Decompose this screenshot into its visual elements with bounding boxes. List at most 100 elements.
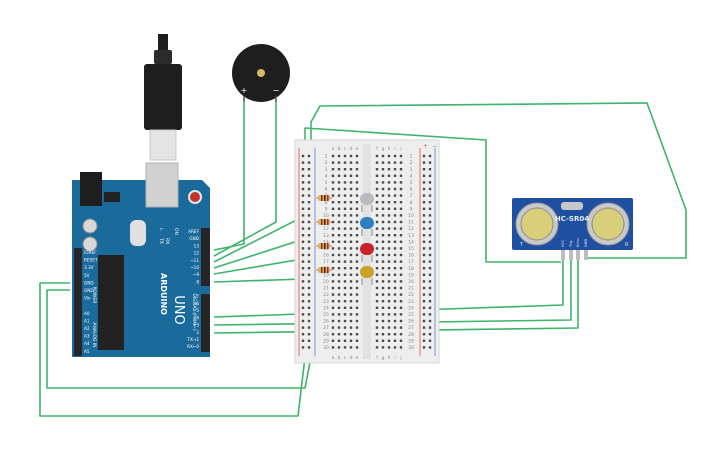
- breadboard-hole[interactable]: [375, 319, 379, 323]
- breadboard-hole[interactable]: [349, 154, 353, 158]
- rail-hole[interactable]: [307, 201, 311, 204]
- breadboard-hole[interactable]: [399, 240, 403, 243]
- breadboard-hole[interactable]: [331, 201, 335, 204]
- breadboard-hole[interactable]: [355, 161, 359, 164]
- breadboard-hole[interactable]: [343, 201, 347, 204]
- breadboard-hole[interactable]: [375, 240, 379, 243]
- breadboard-hole[interactable]: [375, 346, 379, 349]
- rail-hole[interactable]: [428, 319, 432, 323]
- rail-hole[interactable]: [307, 339, 311, 342]
- breadboard-hole[interactable]: [331, 207, 335, 210]
- breadboard-hole[interactable]: [337, 333, 341, 336]
- breadboard-hole[interactable]: [375, 181, 379, 184]
- breadboard-hole[interactable]: [355, 313, 359, 316]
- rail-hole[interactable]: [307, 214, 311, 217]
- breadboard-hole[interactable]: [343, 333, 347, 336]
- rail-hole[interactable]: [301, 161, 305, 164]
- breadboard-hole[interactable]: [343, 161, 347, 164]
- rail-hole[interactable]: [422, 227, 426, 230]
- breadboard-hole[interactable]: [381, 319, 385, 323]
- breadboard-hole[interactable]: [343, 181, 347, 184]
- breadboard-hole[interactable]: [337, 253, 341, 257]
- breadboard-hole[interactable]: [343, 280, 347, 283]
- rail-hole[interactable]: [307, 267, 311, 270]
- rail-hole[interactable]: [428, 300, 432, 303]
- rail-hole[interactable]: [301, 181, 305, 184]
- breadboard-hole[interactable]: [375, 201, 379, 204]
- breadboard-hole[interactable]: [349, 220, 353, 224]
- breadboard-hole[interactable]: [349, 201, 353, 204]
- wire-gnd[interactable]: [46, 289, 312, 389]
- breadboard-hole[interactable]: [355, 273, 359, 276]
- rail-hole[interactable]: [301, 187, 305, 191]
- rail-hole[interactable]: [301, 154, 305, 158]
- breadboard-hole[interactable]: [399, 300, 403, 303]
- breadboard-hole[interactable]: [355, 194, 359, 197]
- breadboard-hole[interactable]: [381, 293, 385, 296]
- breadboard-hole[interactable]: [355, 187, 359, 191]
- breadboard-hole[interactable]: [387, 346, 391, 349]
- breadboard-hole[interactable]: [331, 326, 335, 329]
- breadboard-hole[interactable]: [387, 161, 391, 164]
- breadboard-hole[interactable]: [393, 253, 397, 257]
- resistor-2[interactable]: [316, 219, 332, 225]
- breadboard-hole[interactable]: [375, 267, 379, 270]
- breadboard-hole[interactable]: [343, 240, 347, 243]
- breadboard-hole[interactable]: [399, 247, 403, 250]
- breadboard-hole[interactable]: [399, 346, 403, 349]
- breadboard-hole[interactable]: [375, 280, 379, 283]
- breadboard-hole[interactable]: [355, 333, 359, 336]
- rail-hole[interactable]: [422, 280, 426, 283]
- breadboard-hole[interactable]: [337, 339, 341, 342]
- rail-hole[interactable]: [428, 220, 432, 224]
- breadboard-hole[interactable]: [337, 161, 341, 164]
- breadboard-hole[interactable]: [355, 234, 359, 237]
- rail-hole[interactable]: [307, 234, 311, 237]
- breadboard-hole[interactable]: [343, 227, 347, 230]
- breadboard-hole[interactable]: [375, 253, 379, 257]
- rail-hole[interactable]: [307, 319, 311, 323]
- breadboard-hole[interactable]: [399, 339, 403, 342]
- rail-hole[interactable]: [301, 339, 305, 342]
- rail-hole[interactable]: [428, 306, 432, 309]
- rail-hole[interactable]: [301, 313, 305, 316]
- rail-hole[interactable]: [301, 214, 305, 217]
- breadboard-hole[interactable]: [399, 313, 403, 316]
- breadboard-hole[interactable]: [387, 227, 391, 230]
- breadboard-hole[interactable]: [375, 161, 379, 164]
- breadboard-hole[interactable]: [381, 313, 385, 316]
- rail-hole[interactable]: [422, 181, 426, 184]
- breadboard-hole[interactable]: [381, 333, 385, 336]
- rail-hole[interactable]: [428, 346, 432, 349]
- rail-hole[interactable]: [428, 214, 432, 217]
- breadboard-hole[interactable]: [381, 326, 385, 329]
- breadboard-hole[interactable]: [349, 286, 353, 290]
- breadboard-hole[interactable]: [393, 306, 397, 309]
- breadboard-hole[interactable]: [375, 260, 379, 263]
- breadboard-hole[interactable]: [337, 319, 341, 323]
- rail-hole[interactable]: [301, 227, 305, 230]
- breadboard-hole[interactable]: [343, 267, 347, 270]
- breadboard-hole[interactable]: [381, 234, 385, 237]
- rail-hole[interactable]: [428, 187, 432, 191]
- breadboard-hole[interactable]: [331, 234, 335, 237]
- breadboard-hole[interactable]: [349, 333, 353, 336]
- breadboard-hole[interactable]: [349, 240, 353, 243]
- rail-hole[interactable]: [301, 319, 305, 323]
- breadboard-hole[interactable]: [337, 300, 341, 303]
- rail-hole[interactable]: [422, 174, 426, 177]
- breadboard-hole[interactable]: [349, 346, 353, 349]
- breadboard-hole[interactable]: [331, 181, 335, 184]
- rail-hole[interactable]: [428, 154, 432, 158]
- breadboard-hole[interactable]: [381, 300, 385, 303]
- breadboard-hole[interactable]: [355, 267, 359, 270]
- breadboard-hole[interactable]: [331, 220, 335, 224]
- breadboard-hole[interactable]: [393, 214, 397, 217]
- breadboard-hole[interactable]: [399, 333, 403, 336]
- reset-button[interactable]: [188, 190, 202, 204]
- breadboard-hole[interactable]: [387, 247, 391, 250]
- breadboard-hole[interactable]: [393, 220, 397, 224]
- breadboard-hole[interactable]: [393, 293, 397, 296]
- breadboard-hole[interactable]: [337, 313, 341, 316]
- breadboard-hole[interactable]: [375, 234, 379, 237]
